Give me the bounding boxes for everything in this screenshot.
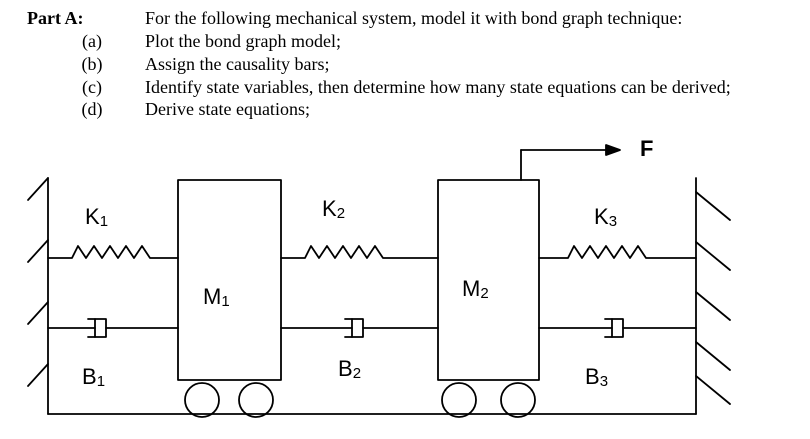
damper-label-b2: B2 <box>338 356 361 382</box>
mass-block-m2 <box>437 179 540 381</box>
part-label: Part A: <box>27 8 84 28</box>
damper-label-b3: B3 <box>585 364 608 390</box>
wheels-m2 <box>441 382 536 418</box>
task-mark: (d) <box>81 99 103 119</box>
spring-k2 <box>280 245 439 259</box>
task-text: Derive state equations; <box>145 99 310 119</box>
mass-block-m1 <box>177 179 282 381</box>
damper-b2 <box>280 318 439 338</box>
wheel <box>238 382 274 418</box>
spring-label-k1: K1 <box>85 204 108 230</box>
mass-label-m2: M2 <box>462 276 489 302</box>
problem-intro: For the following mechanical system, mod… <box>145 8 683 28</box>
task-text: Plot the bond graph model; <box>145 31 341 51</box>
wheel <box>441 382 477 418</box>
right-wall <box>695 177 731 415</box>
spring-k3 <box>538 245 697 259</box>
task-text: Identify state variables, then determine… <box>145 77 731 97</box>
mass-label-m1: M1 <box>203 284 230 310</box>
mechanical-system-diagram: F K1 K2 K3 M1 M2 B1 B2 B3 <box>0 130 810 439</box>
wheel <box>500 382 536 418</box>
spring-label-k3: K3 <box>594 204 617 230</box>
damper-b1 <box>47 318 179 338</box>
spring-k1 <box>47 245 179 259</box>
force-arrow <box>520 144 621 181</box>
spring-label-k2: K2 <box>322 196 345 222</box>
problem-statement: Part A: For the following mechanical sys… <box>0 0 810 130</box>
task-mark: (a) <box>82 31 102 51</box>
wheels-m1 <box>184 382 274 418</box>
task-mark: (c) <box>82 77 102 97</box>
damper-label-b1: B1 <box>82 364 105 390</box>
left-wall <box>27 177 49 415</box>
task-mark: (b) <box>81 54 103 74</box>
force-label: F <box>640 136 653 161</box>
damper-b3 <box>538 318 697 338</box>
task-text: Assign the causality bars; <box>145 54 330 74</box>
wheel <box>184 382 220 418</box>
